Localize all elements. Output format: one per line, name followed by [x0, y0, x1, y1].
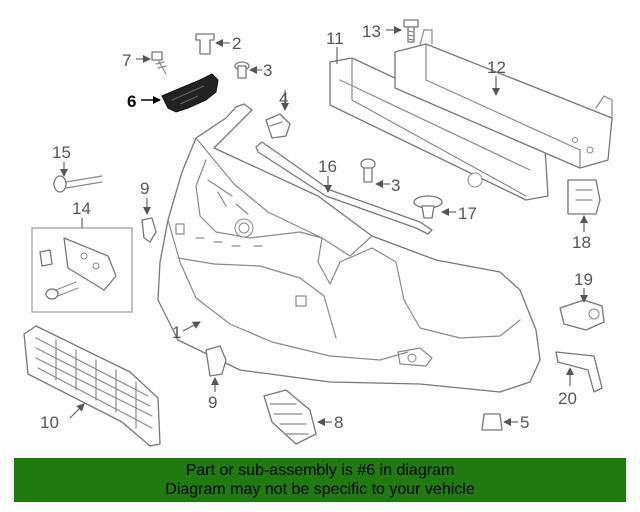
part-4-bolt: [265, 113, 291, 139]
part-3-clip-top: [234, 61, 250, 79]
notice-line-1: Part or sub-assembly is #6 in diagram: [185, 462, 455, 479]
callout-20[interactable]: 20: [558, 389, 577, 408]
callout-3a[interactable]: 3: [263, 61, 272, 80]
part-16-trim-strip: [255, 141, 433, 235]
callout-1[interactable]: 1: [172, 323, 181, 342]
callout-14[interactable]: 14: [72, 199, 91, 218]
part-3-clip-middle: [360, 158, 376, 183]
callout-9b[interactable]: 9: [208, 393, 217, 412]
part-12-reinforcement: [394, 29, 613, 169]
callout-4[interactable]: 4: [279, 89, 288, 108]
part-notice-banner: Part or sub-assembly is #6 in diagram Di…: [14, 458, 626, 502]
notice-line-2: Diagram may not be specific to your vehi…: [165, 481, 475, 498]
part-20-bracket: [555, 351, 603, 393]
part-11-energy-absorber: [329, 57, 549, 201]
part-15-bolt: [53, 175, 103, 193]
callout-3b[interactable]: 3: [391, 176, 400, 195]
callout-9a[interactable]: 9: [140, 179, 149, 198]
callout-11[interactable]: 11: [326, 29, 344, 48]
callout-10[interactable]: 10: [40, 413, 59, 432]
callout-18[interactable]: 18: [572, 233, 591, 252]
part-14-license-bracket-kit: [31, 227, 133, 313]
part-7-screw: [151, 51, 167, 75]
callout-13[interactable]: 13: [362, 22, 381, 41]
callout-6[interactable]: 6: [127, 92, 136, 111]
callout-7[interactable]: 7: [122, 51, 131, 70]
part-9-cover-lower: [205, 345, 227, 377]
part-17-clip: [413, 195, 443, 219]
part-19-sensor: [559, 299, 605, 331]
callout-15[interactable]: 15: [52, 143, 71, 162]
part-9-cover-upper: [141, 217, 157, 243]
callout-2[interactable]: 2: [232, 34, 241, 53]
part-13-bolt: [403, 19, 419, 43]
part-10-lower-grille: [23, 325, 161, 447]
part-5-nut: [481, 413, 503, 431]
callout-5[interactable]: 5: [520, 413, 529, 432]
callout-8[interactable]: 8: [334, 413, 343, 432]
part-1-bumper-cover: [157, 103, 541, 393]
callout-19[interactable]: 19: [574, 270, 593, 289]
callout-16[interactable]: 16: [318, 157, 337, 176]
part-18-connector: [567, 179, 601, 215]
callout-17[interactable]: 17: [458, 204, 477, 223]
part-2-clip: [195, 33, 215, 55]
part-6-bracket-selected[interactable]: [161, 73, 219, 113]
part-8-lower-grille: [263, 389, 317, 445]
callout-12[interactable]: 12: [487, 58, 506, 77]
